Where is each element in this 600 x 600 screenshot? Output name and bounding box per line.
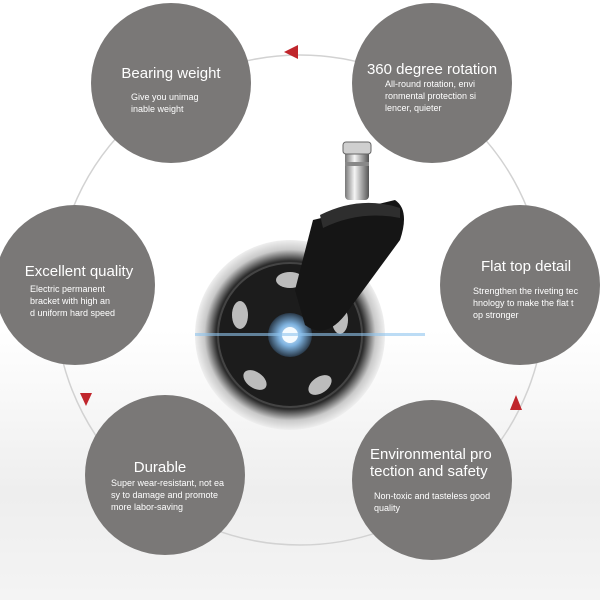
caster-wheel-image	[195, 141, 425, 430]
feature-description: Super wear-resistant, not ea sy to damag…	[111, 478, 225, 512]
feature-description: Strengthen the riveting tec hnology to m…	[473, 286, 579, 320]
feature-title: 360 degree rotation	[366, 61, 498, 78]
feature-title: Flat top detail	[480, 258, 572, 275]
feature-360-rotation: 360 degree rotation All-round rotation, …	[352, 3, 512, 163]
feature-environmental-safety: Environmental pro tection and safety Non…	[352, 400, 512, 560]
feature-description: Electric permanent bracket with high an …	[30, 284, 116, 318]
feature-description: Non-toxic and tasteless good quality	[374, 491, 491, 513]
feature-description: All-round rotation, envi ronmental prote…	[385, 79, 477, 113]
feature-title: Durable	[133, 459, 187, 476]
feature-title: Bearing weight	[121, 65, 221, 82]
feature-title: Excellent quality	[24, 263, 134, 280]
arrow-top-icon	[284, 45, 298, 59]
feature-durable: Durable Super wear-resistant, not ea sy …	[85, 395, 245, 555]
feature-title: Environmental pro tection and safety	[370, 446, 492, 480]
arrow-right-icon	[510, 395, 522, 410]
feature-description: Give you unimag inable weight	[131, 92, 199, 114]
arrow-left-icon	[80, 393, 92, 406]
feature-flat-top-detail: Flat top detail Strengthen the riveting …	[440, 205, 600, 365]
feature-excellent-quality: Excellent quality Electric permanent bra…	[0, 205, 155, 365]
feature-bearing-weight: Bearing weight Give you unimag inable we…	[91, 3, 251, 163]
